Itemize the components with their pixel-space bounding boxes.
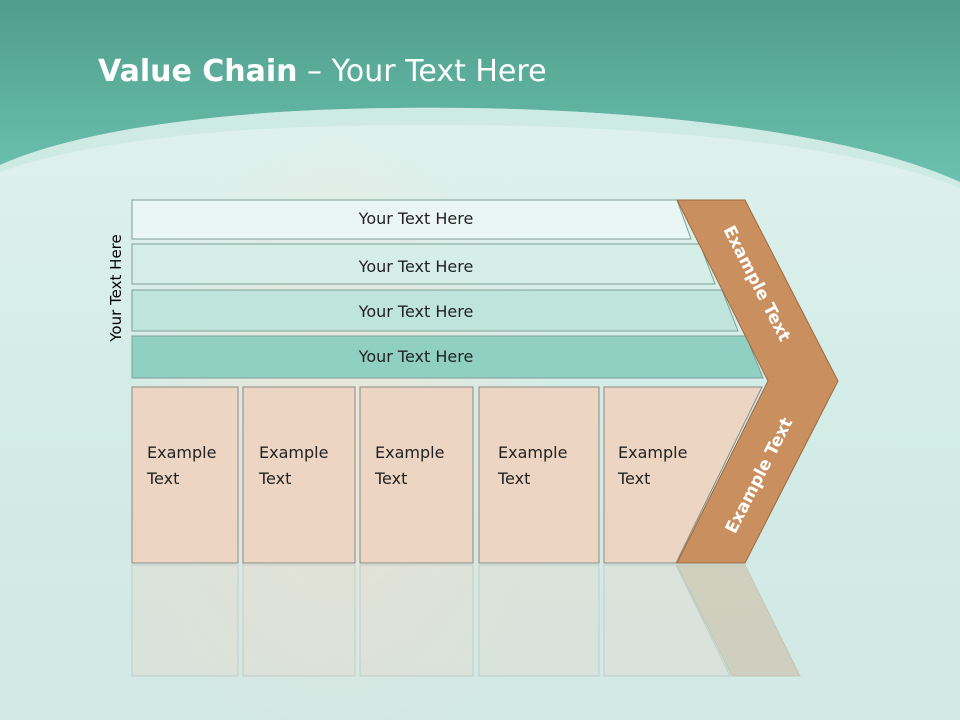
support-row-1: Your Text Here — [131, 199, 692, 240]
svg-text:Example: Example — [375, 443, 444, 462]
svg-text:Text: Text — [617, 469, 650, 488]
diagram-reflection — [131, 564, 801, 677]
support-row-3: Your Text Here — [131, 289, 739, 332]
primary-box-3: Example Text — [359, 386, 474, 564]
primary-box-2: Example Text — [242, 386, 356, 564]
svg-text:Text: Text — [258, 469, 291, 488]
svg-text:Example: Example — [498, 443, 567, 462]
slide-title: Value Chain – Your Text Here — [98, 54, 547, 89]
svg-text:Example: Example — [259, 443, 328, 462]
support-row-label: Your Text Here — [358, 347, 474, 366]
svg-text:Text: Text — [497, 469, 530, 488]
header-wave — [0, 107, 960, 188]
support-row-2: Your Text Here — [131, 243, 716, 285]
svg-text:Example: Example — [147, 443, 216, 462]
header-band — [0, 0, 960, 182]
primary-box-5: Example Text — [603, 386, 763, 564]
support-row-label: Your Text Here — [358, 302, 474, 321]
svg-text:Example: Example — [618, 443, 687, 462]
svg-text:Text: Text — [374, 469, 407, 488]
support-row-4: Your Text Here — [131, 335, 764, 379]
svg-text:Text: Text — [146, 469, 179, 488]
support-row-label: Your Text Here — [358, 257, 474, 276]
primary-box-4: Example Text — [478, 386, 600, 564]
primary-box-1: Example Text — [131, 386, 239, 564]
support-row-label: Your Text Here — [358, 209, 474, 228]
